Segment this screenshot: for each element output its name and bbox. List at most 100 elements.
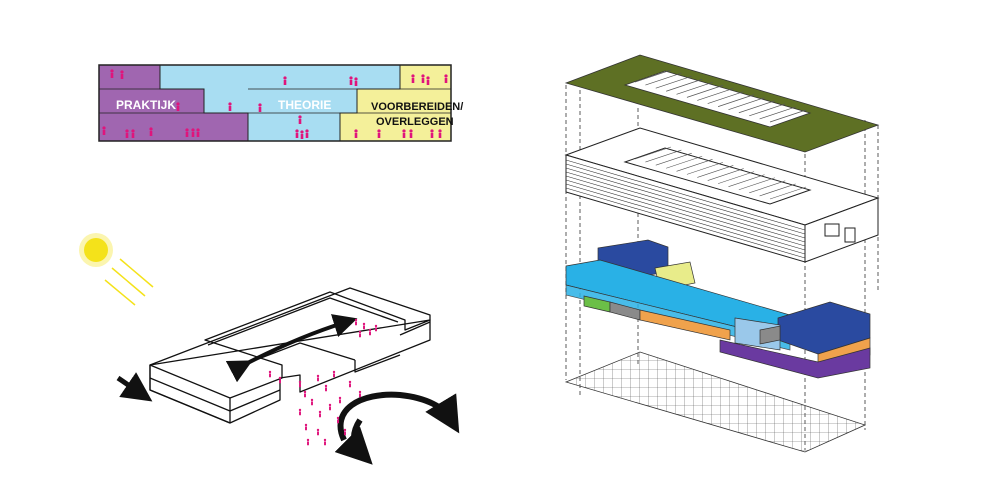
person-figure	[131, 129, 135, 133]
person-figure	[333, 373, 335, 378]
person-figure	[176, 106, 180, 111]
label-theorie: THEORIE	[278, 98, 331, 112]
person-figure	[149, 131, 153, 136]
person-figure	[316, 428, 320, 432]
person-figure	[426, 76, 430, 80]
skylight-slat	[728, 174, 765, 187]
skylight-slat	[645, 149, 682, 163]
zone-steps	[159, 65, 249, 141]
person-figure	[317, 377, 319, 382]
person-figure	[258, 107, 262, 112]
crowd-figures	[268, 318, 378, 446]
person-figure	[228, 106, 232, 111]
roof-slat	[738, 100, 775, 114]
person-figure	[338, 396, 342, 400]
person-figure	[354, 81, 358, 86]
person-figure	[355, 321, 357, 326]
person-figure	[279, 379, 281, 384]
person-figure	[102, 130, 106, 135]
person-figure	[317, 431, 319, 436]
person-figure	[430, 133, 434, 138]
roof-slat	[728, 97, 765, 111]
person-figure	[426, 80, 430, 85]
person-figure	[374, 324, 378, 328]
person-figure	[359, 393, 361, 398]
roof-slat	[655, 75, 692, 89]
skylight-slat	[655, 152, 692, 166]
person-figure	[269, 373, 271, 378]
skylight-slat	[759, 183, 796, 197]
person-figure	[125, 133, 129, 138]
person-figure	[411, 74, 415, 78]
facade-line	[565, 175, 806, 247]
building-volume	[564, 127, 880, 263]
skylight-slat	[686, 162, 724, 175]
person-figure	[185, 128, 189, 132]
voorbereiden-zone	[340, 65, 451, 141]
roof-slat	[717, 94, 755, 107]
person-figure	[299, 411, 301, 416]
person-figure	[120, 70, 124, 74]
person-figure	[354, 318, 358, 322]
roof-slat	[686, 85, 724, 98]
person-figure	[354, 77, 358, 81]
person-figure	[368, 328, 372, 332]
person-figure	[176, 102, 180, 106]
person-figure	[258, 103, 262, 107]
facade-line	[565, 159, 806, 231]
person-figure	[324, 384, 328, 388]
roof-slat	[707, 91, 744, 104]
person-figure	[298, 380, 302, 384]
person-figure	[362, 322, 366, 326]
person-figure	[354, 133, 358, 138]
person-figure	[311, 401, 313, 406]
circulation-arrow-left	[334, 418, 373, 465]
person-figure	[268, 370, 272, 374]
person-figure	[228, 102, 232, 106]
skylight-slat	[717, 171, 755, 184]
person-figure	[402, 129, 406, 133]
label-overleggen: OVERLEGGEN	[376, 116, 454, 128]
person-figure	[377, 129, 381, 133]
person-figure	[402, 133, 406, 138]
person-figure	[303, 390, 307, 394]
facade-line	[565, 187, 806, 259]
person-figure	[295, 133, 299, 138]
person-figure	[120, 74, 124, 79]
zone-steps-right	[339, 65, 401, 141]
person-figure	[348, 380, 352, 384]
person-figure	[358, 390, 362, 394]
person-figure	[444, 74, 448, 78]
zones-outline	[98, 64, 452, 142]
site-diagram	[79, 233, 460, 465]
skylight-slat	[738, 177, 775, 191]
building-massing	[149, 287, 431, 424]
person-figure	[332, 370, 336, 374]
person-figure	[185, 132, 189, 137]
person-figure	[102, 126, 106, 130]
program-blocks	[565, 239, 871, 379]
person-figure	[358, 330, 362, 334]
roof-slat	[634, 69, 672, 83]
label-praktijk: PRAKTIJK	[116, 98, 176, 112]
person-figure	[298, 115, 302, 119]
person-figure	[149, 127, 153, 131]
person-figure	[196, 128, 200, 132]
person-figure	[430, 129, 434, 133]
person-figure	[304, 423, 308, 427]
person-figure	[324, 441, 326, 446]
person-figure	[444, 78, 448, 83]
person-figure	[283, 80, 287, 85]
facade-line	[565, 167, 806, 239]
person-figure	[339, 399, 341, 404]
person-figure	[305, 426, 307, 431]
person-figure	[278, 376, 282, 380]
person-figure	[196, 132, 200, 137]
person-figure	[316, 374, 320, 378]
green-roof	[564, 54, 880, 153]
skylight-slat	[634, 146, 672, 160]
person-figure	[191, 128, 195, 132]
person-figure	[295, 129, 299, 133]
sunlight-rays	[104, 258, 154, 306]
